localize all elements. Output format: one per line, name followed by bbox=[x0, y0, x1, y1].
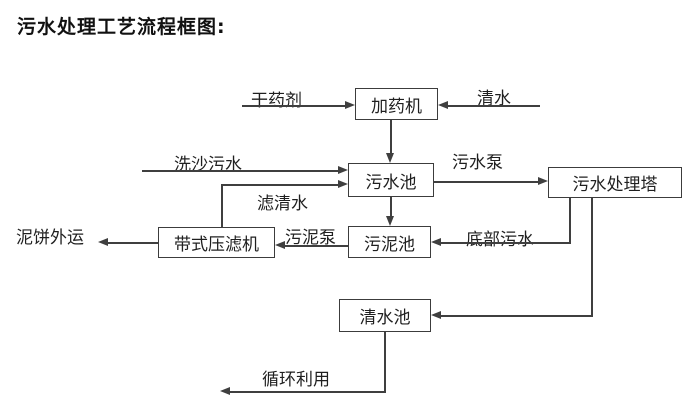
page-title: 污水处理工艺流程框图: bbox=[17, 16, 226, 38]
arrowhead-down-icon bbox=[386, 216, 394, 226]
node-sludge-pool: 污泥池 bbox=[348, 226, 431, 258]
edge-bottom-wastewater-vline bbox=[569, 198, 571, 244]
label-filtered-water: 滤清水 bbox=[257, 194, 308, 214]
arrowhead-down-icon bbox=[386, 153, 394, 163]
label-mud-cake-out: 泥饼外运 bbox=[16, 228, 84, 248]
label-dry-agent: 干药剂 bbox=[251, 91, 302, 111]
edge-recycle-hline bbox=[229, 391, 386, 393]
arrowhead-right-icon bbox=[338, 166, 348, 174]
label-clean-water-in: 清水 bbox=[477, 89, 511, 109]
edge-sand-wash-line bbox=[142, 170, 339, 172]
arrowhead-left-icon bbox=[98, 238, 108, 246]
arrowhead-left-icon bbox=[431, 311, 441, 319]
label-wastewater-pump: 污水泵 bbox=[452, 153, 503, 173]
arrowhead-left-icon bbox=[220, 387, 230, 395]
edge-pool-to-sludge-line bbox=[390, 197, 392, 218]
arrowhead-right-icon bbox=[538, 177, 548, 185]
edge-filtered-water-hline bbox=[221, 184, 339, 186]
label-recycle-use: 循环利用 bbox=[262, 370, 330, 390]
edge-tower-to-clean-vline bbox=[591, 198, 593, 317]
edge-filtered-water-vline bbox=[221, 184, 223, 227]
node-dosing-machine: 加药机 bbox=[355, 88, 438, 120]
node-wastewater-pool: 污水池 bbox=[348, 163, 434, 197]
edge-wastewater-pump-line bbox=[434, 181, 538, 183]
arrowhead-left-icon bbox=[438, 101, 448, 109]
edge-bottom-wastewater-hline bbox=[441, 242, 571, 244]
arrowhead-right-icon bbox=[338, 180, 348, 188]
edge-mud-cake-line bbox=[108, 242, 158, 244]
edge-dry-agent-line bbox=[242, 105, 345, 107]
label-sludge-pump: 污泥泵 bbox=[285, 228, 336, 248]
node-belt-filter-press: 带式压滤机 bbox=[158, 227, 275, 258]
edge-dosing-to-pool-line bbox=[390, 120, 392, 155]
edge-sludge-pump-line bbox=[285, 245, 348, 247]
arrowhead-left-icon bbox=[275, 241, 285, 249]
node-clean-water-pool: 清水池 bbox=[339, 299, 431, 332]
edge-tower-to-clean-hline bbox=[441, 315, 593, 317]
node-treatment-tower: 污水处理塔 bbox=[548, 167, 682, 198]
arrowhead-right-icon bbox=[345, 101, 355, 109]
edge-recycle-vline bbox=[384, 332, 386, 393]
arrowhead-left-icon bbox=[431, 238, 441, 246]
label-bottom-wastewater: 底部污水 bbox=[466, 230, 534, 250]
edge-clean-water-line bbox=[448, 105, 540, 107]
